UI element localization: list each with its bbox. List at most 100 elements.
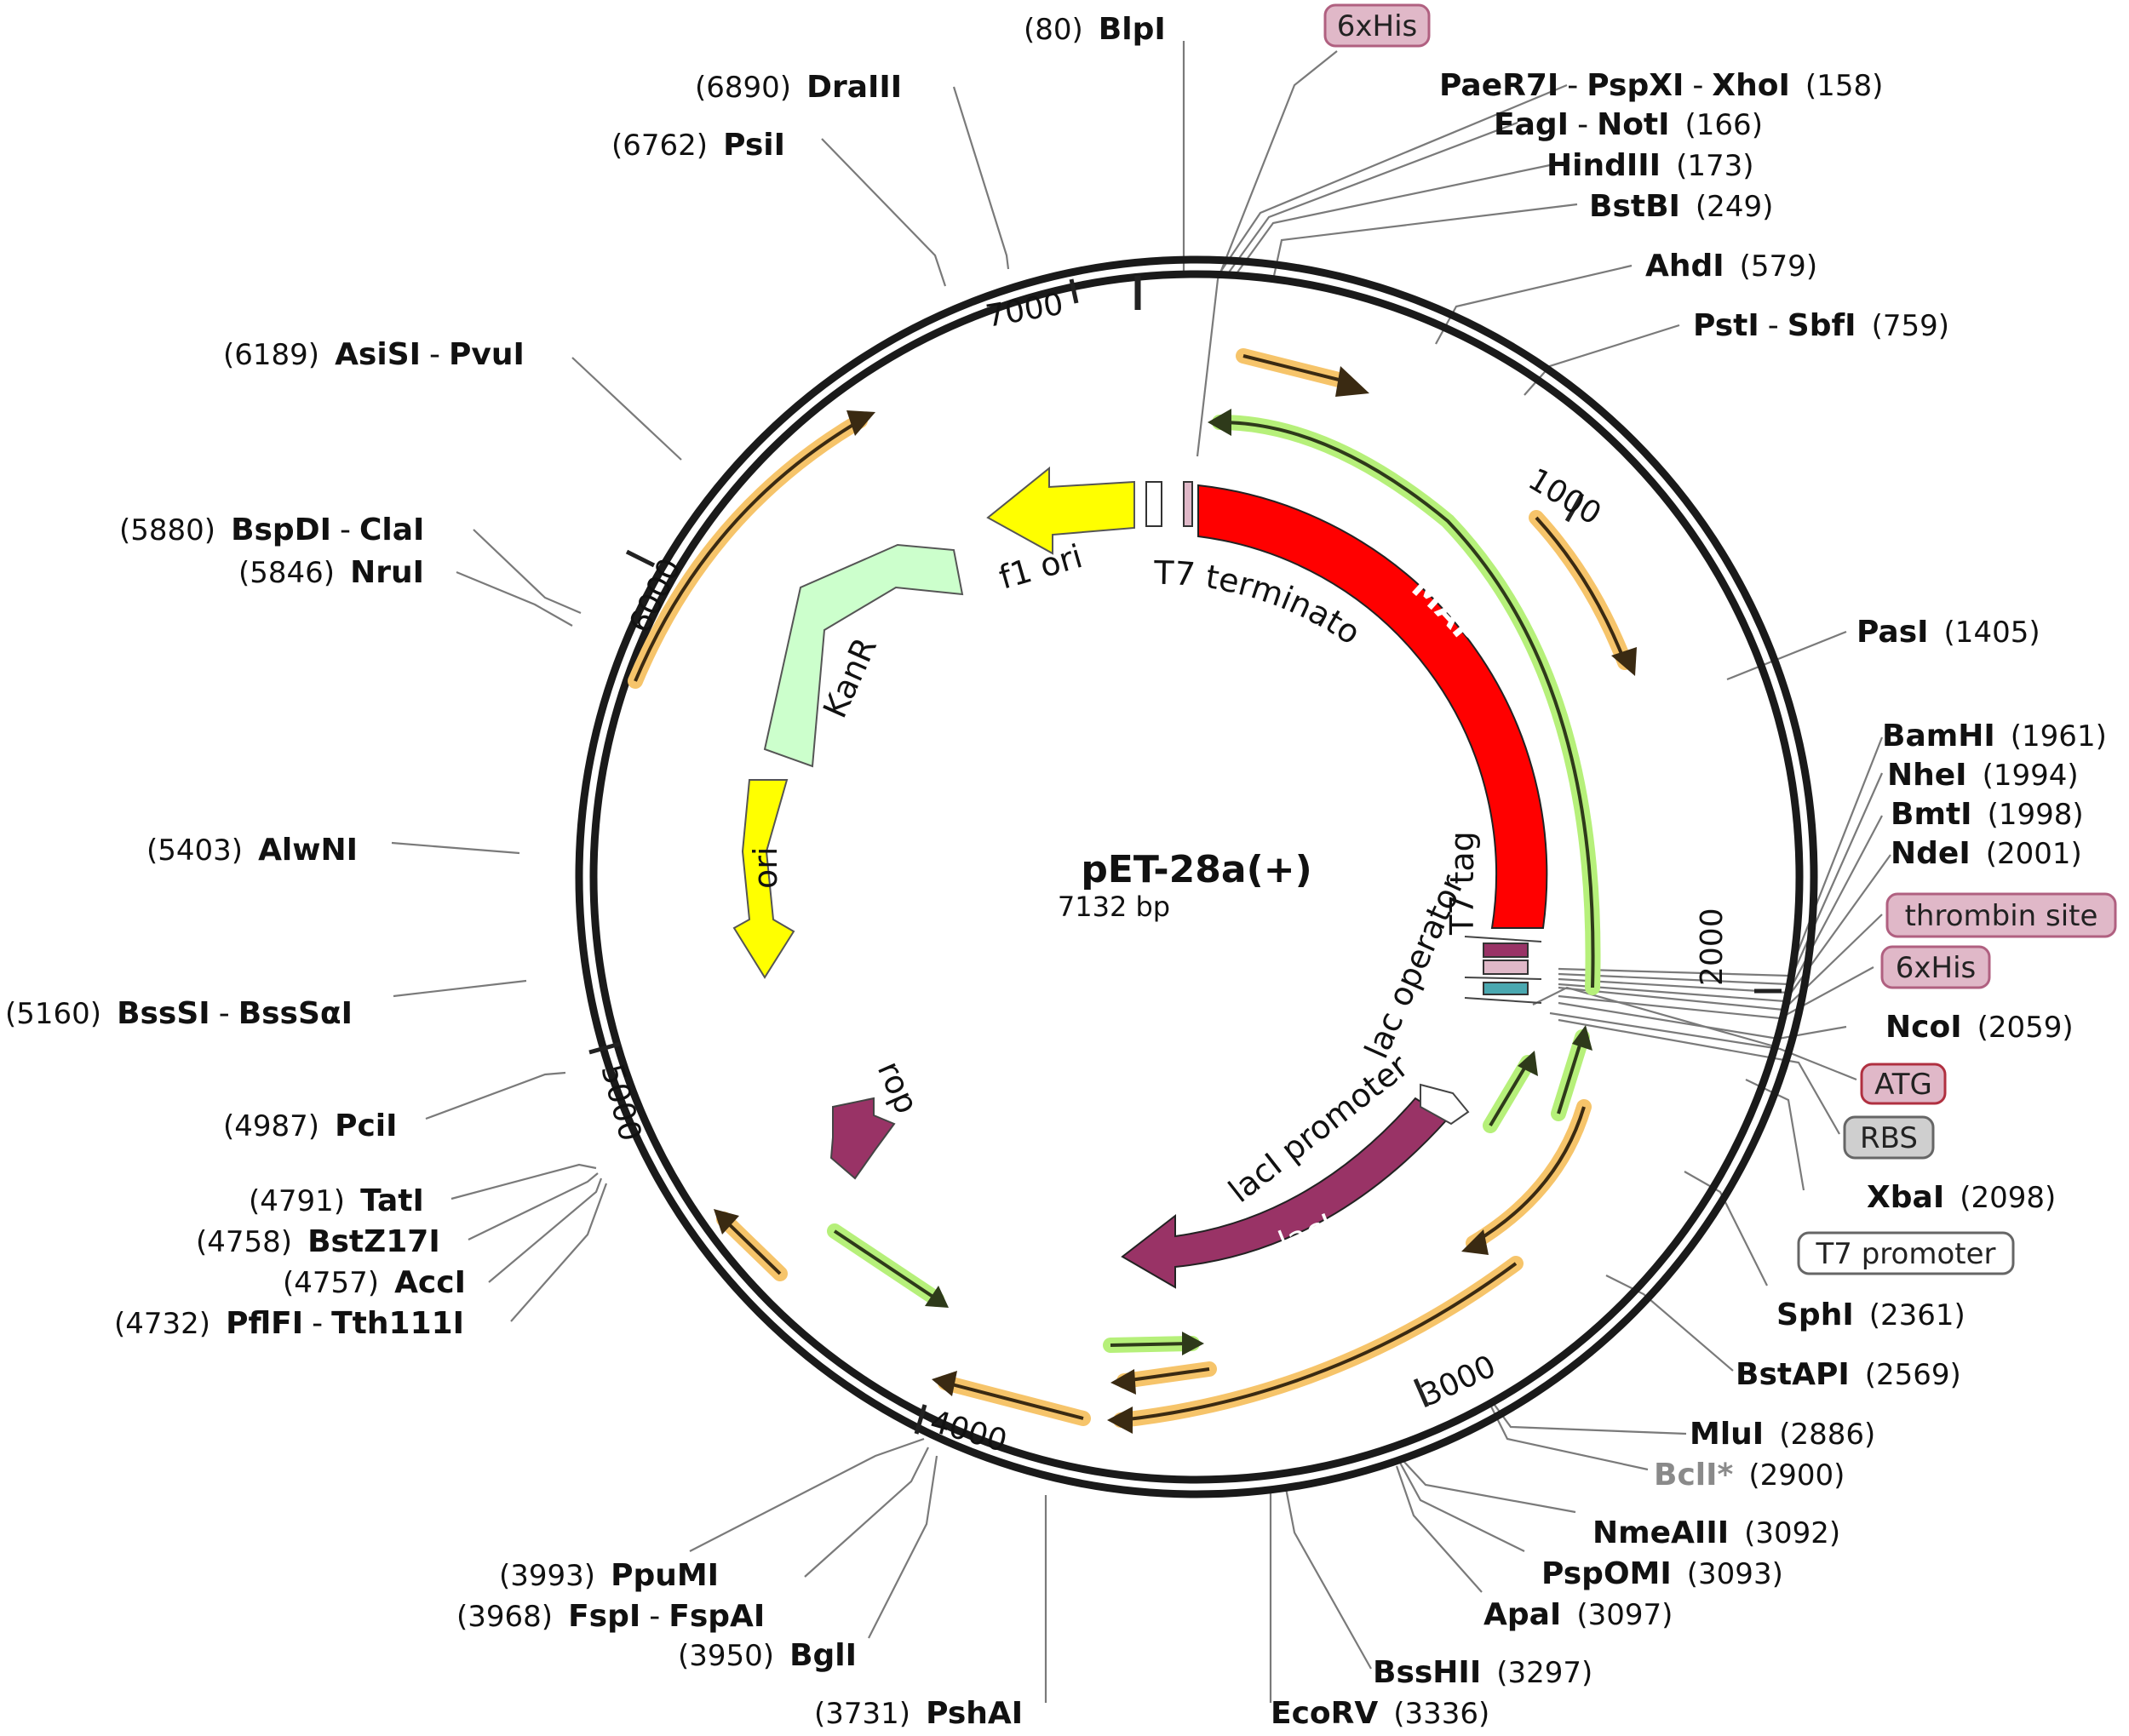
leader-bcli — [1489, 1404, 1649, 1471]
plasmid-title: pET-28a(+) — [1081, 848, 1311, 891]
site-draiii: (6890)DraIII — [695, 70, 902, 105]
feature-ori-label: ori — [747, 847, 784, 889]
svg-text:6xHis: 6xHis — [1896, 951, 1976, 985]
site-pflfi-tth111i: (4732)PflFI-Tth111I — [114, 1306, 464, 1341]
site-nmeaiii: NmeAIII(3092) — [1592, 1515, 1840, 1550]
orf-arrow-bottom-short-head — [1110, 1369, 1136, 1395]
leader-bgli — [868, 1455, 938, 1639]
feature-labels: MAP T7 terminator f1 ori KanR ori rop T7… — [0, 0, 1481, 1211]
leader-ppumi — [689, 1437, 925, 1552]
tick-7000 — [1069, 278, 1079, 304]
feature-lacoperator-box — [1420, 1083, 1470, 1126]
svg-text:6xHis: 6xHis — [1337, 9, 1417, 43]
tick-label-2000: 2000 — [1695, 908, 1730, 986]
site-blpi: (80)BlpI — [1024, 12, 1166, 47]
leader-apai — [1395, 1465, 1483, 1593]
svg-text:RBS: RBS — [1860, 1121, 1918, 1155]
orf-arrow-right — [1529, 510, 1633, 670]
leader-tati — [450, 1163, 597, 1200]
tick-6000 — [625, 549, 656, 568]
site-ecorv: EcoRV(3336) — [1271, 1696, 1489, 1731]
site-ppumi: (3993)PpuMI — [499, 1558, 719, 1593]
badge-thrombin: thrombin site — [1885, 892, 2117, 938]
tick-1000 — [1564, 492, 1585, 523]
site-psti-sbfi: PstI-SbfI(759) — [1693, 308, 1949, 343]
leader-bspdi — [473, 529, 582, 615]
svg-text:ATG: ATG — [1874, 1068, 1932, 1102]
site-bgli: (3950)BglI — [678, 1638, 857, 1673]
green-arrow-small-b-head — [1518, 1051, 1538, 1076]
orf-arrow-left-short-head — [714, 1209, 739, 1235]
leader-pflfi — [510, 1183, 608, 1322]
leader-pspomi — [1399, 1462, 1525, 1552]
leader-fspi — [804, 1447, 929, 1578]
site-nhei: NheI(1994) — [1887, 758, 2079, 793]
site-bmti: BmtI(1998) — [1891, 797, 2084, 832]
feature-kanr-label: KanR — [816, 632, 884, 723]
badge-his-top: 6xHis — [1323, 3, 1431, 48]
feature-t7tag-label: T7 tag — [1443, 831, 1481, 936]
primer-arrows-orange — [628, 348, 1637, 1434]
site-pasi: PasI(1405) — [1856, 615, 2040, 650]
site-bsssi: (5160)BssSI-BssSαI — [5, 996, 353, 1031]
orf-arrow-lower-right-head — [1461, 1229, 1489, 1255]
leader-his-top — [1196, 50, 1338, 457]
leader-acci — [488, 1177, 603, 1283]
features — [732, 466, 1548, 1289]
tick-4000 — [914, 1404, 927, 1435]
leader-pasi — [1726, 630, 1847, 681]
green-arrow-lower-left-core — [833, 1229, 938, 1301]
badge-atg: ATG — [1860, 1063, 1947, 1105]
site-bcli: BclI*(2900) — [1654, 1458, 1845, 1493]
site-psii: (6762)PsiI — [611, 128, 785, 163]
leader-atg — [1549, 1011, 1857, 1081]
orf-arrow-top-head — [1335, 366, 1369, 397]
site-pshai: (3731)PshAI — [814, 1696, 1023, 1731]
tick-3000 — [1413, 1378, 1430, 1408]
leader-hindiii — [1234, 163, 1551, 277]
leader-xhoi — [1217, 83, 1568, 277]
feature-lacoperator-label: lac operator — [1357, 869, 1472, 1064]
leader-rbs — [1558, 1018, 1840, 1135]
green-arrow-outer-core — [1219, 421, 1595, 988]
orf-arrow-left-long-core — [634, 419, 862, 682]
site-fspi-fspai: (3968)FspI-FspAI — [456, 1599, 765, 1634]
green-arrow-lower-left-head — [925, 1286, 949, 1308]
site-bamhi: BamHI(1961) — [1882, 719, 2107, 753]
green-arrow-outer-head — [1208, 409, 1231, 436]
leader-psti — [1524, 324, 1680, 396]
leader-nrui — [456, 570, 573, 627]
site-bstbi: BstBI(249) — [1589, 189, 1773, 224]
leader-bstapi — [1605, 1275, 1734, 1372]
svg-text:T7 promoter: T7 promoter — [1816, 1237, 1996, 1271]
site-mlui: MluI(2886) — [1690, 1417, 1875, 1452]
site-sphi: SphI(2361) — [1776, 1298, 1965, 1332]
tick-5000 — [588, 1041, 621, 1055]
backbone — [575, 255, 1818, 1498]
feature-laci-arc — [1121, 1097, 1449, 1289]
green-arrow-small-b-core — [1489, 1061, 1529, 1127]
leader-bsssi — [393, 979, 527, 998]
orf-arrow-top-core — [1242, 354, 1346, 383]
leader-draiii — [952, 86, 1010, 270]
feature-rop-label: rop — [870, 1056, 926, 1120]
orf-arrow-bottom-short-core — [1123, 1367, 1210, 1383]
badge-t7promoter: T7 promoter — [1797, 1231, 2015, 1275]
orf-arrow-right-head — [1611, 647, 1637, 676]
feature-map-arc — [1197, 484, 1548, 929]
green-arrow-bottom-head — [1182, 1332, 1204, 1355]
site-eagi-noti: EagI-NotI(166) — [1494, 107, 1763, 142]
green-arrow-small-a-head — [1572, 1025, 1592, 1051]
site-asisi-pvui: (6189)AsiSI-PvuI — [223, 337, 525, 372]
orf-arrow-bottom-left-head — [932, 1371, 957, 1396]
site-bsshii: BssHII(3297) — [1373, 1655, 1592, 1690]
leader-sphi — [1684, 1171, 1768, 1286]
svg-text:thrombin site: thrombin site — [1905, 899, 2098, 933]
site-ncoi: NcoI(2059) — [1885, 1010, 2074, 1045]
site-bstz17i: (4758)BstZ17I — [196, 1224, 440, 1259]
leader-bstz17i — [468, 1172, 599, 1240]
leader-asisi — [571, 357, 682, 461]
badges: 6xHis thrombin site 6xHis ATG RBS T7 pro… — [1323, 3, 2117, 1275]
orf-arrow-left-long-head — [846, 410, 875, 436]
